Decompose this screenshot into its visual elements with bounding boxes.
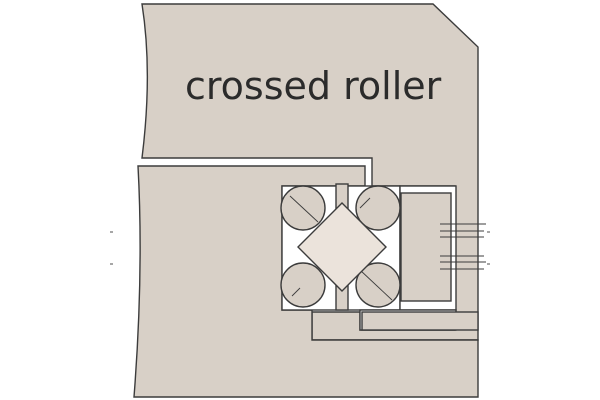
roller-axis-bottom-left — [291, 287, 301, 297]
center-diamond — [297, 202, 387, 292]
roller-top-right — [355, 185, 401, 231]
lower-flange — [361, 311, 479, 331]
roller-bottom-right — [355, 262, 401, 308]
roller-axis-bottom-right — [359, 269, 393, 301]
roller-axis-top-right — [359, 197, 371, 209]
roller-bottom-left — [280, 262, 326, 308]
clamp-block — [400, 192, 452, 302]
roller-axis-top-left — [289, 195, 319, 223]
diagram-title: crossed roller — [185, 64, 442, 108]
